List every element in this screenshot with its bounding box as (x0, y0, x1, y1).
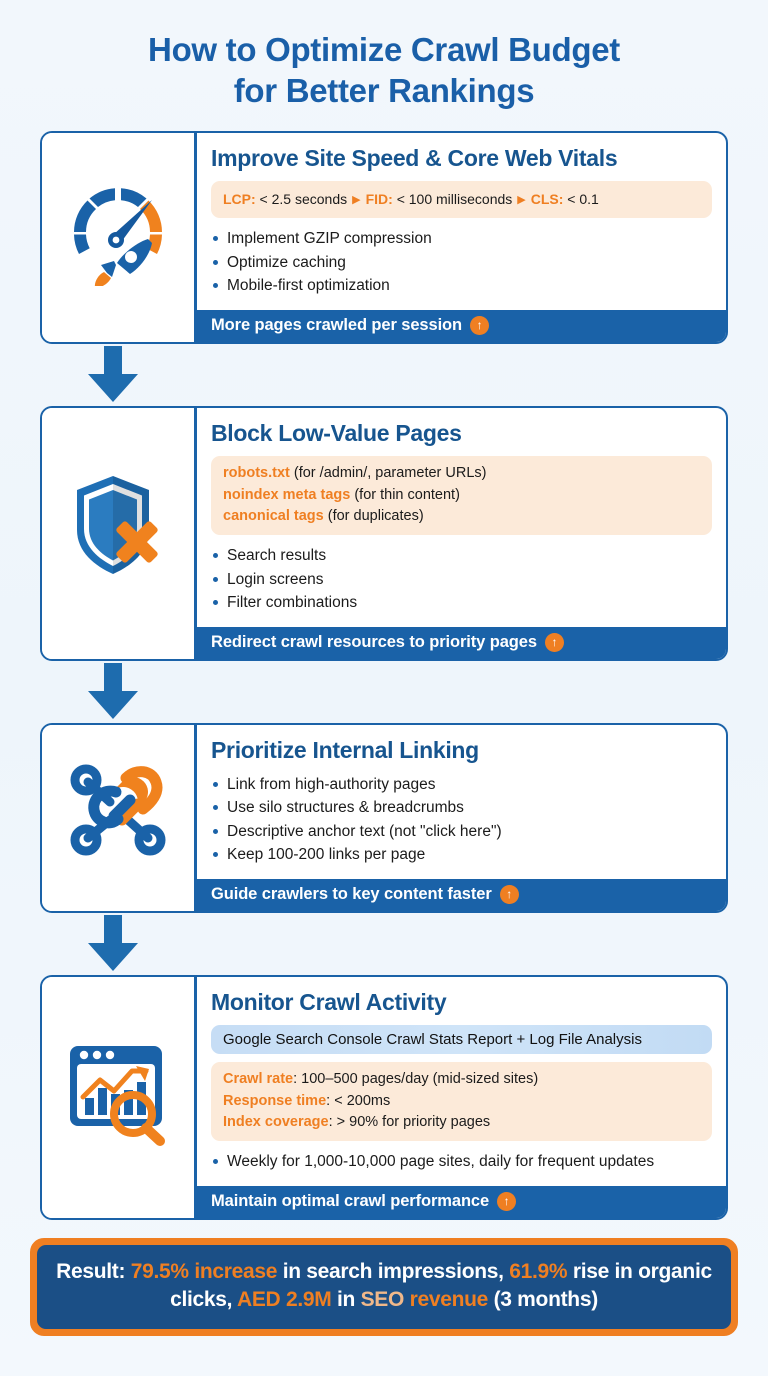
spec-key-lcp: LCP: (223, 191, 256, 208)
spec-key-cls: CLS: (530, 191, 564, 208)
result-impressions-value: 79.5% increase (130, 1259, 278, 1283)
spec-key-response-time: Response time (223, 1092, 327, 1109)
page-title: How to Optimize Crawl Budget for Better … (0, 0, 768, 111)
spec-line: Crawl rate: 100–500 pages/day (mid-sized… (223, 1069, 700, 1091)
triangle-separator-icon-2: ▶ (517, 194, 526, 207)
result-period: (3 months) (488, 1287, 599, 1311)
list-item: Weekly for 1,000-10,000 page sites, dail… (211, 1150, 712, 1174)
flow-arrow-3-wrap (40, 913, 728, 975)
list-item: Link from high-authority pages (211, 773, 712, 797)
result-text-1: in search impressions, (277, 1259, 510, 1283)
result-label: Result: (56, 1259, 131, 1283)
step-3-footer: Guide crawlers to key content faster ↑ (197, 878, 726, 911)
list-item: Keep 100-200 links per page (211, 843, 712, 867)
step-card-2: Block Low-Value Pages robots.txt (for /a… (40, 405, 728, 661)
spec-val-noindex: (for thin content) (350, 486, 460, 503)
spec-val-crawl-rate: : 100–500 pages/day (mid-sized sites) (293, 1070, 539, 1087)
list-item: Implement GZIP compression (211, 227, 712, 251)
spec-line: Index coverage: > 90% for priority pages (223, 1112, 700, 1134)
flow-arrow-1-wrap (40, 344, 728, 406)
page-title-line-2: for Better Rankings (233, 71, 535, 109)
step-3-title: Prioritize Internal Linking (211, 736, 479, 763)
spec-key-fid: FID: (365, 191, 393, 208)
step-3-bullet-list: Link from high-authority pages Use silo … (211, 773, 712, 867)
down-arrow-icon (85, 662, 141, 726)
list-item: Mobile-first optimization (211, 274, 712, 298)
spec-line: canonical tags (for duplicates) (223, 506, 700, 528)
arrow-up-badge-icon: ↑ (544, 632, 564, 652)
arrow-up-badge-icon: ↑ (470, 315, 490, 335)
step-card-3: Prioritize Internal Linking Link from hi… (40, 722, 728, 913)
step-3-icon-column (42, 724, 194, 911)
result-banner-inner: Result: 79.5% increase in search impress… (37, 1244, 731, 1329)
step-card-4: Monitor Crawl Activity Google Search Con… (40, 974, 728, 1220)
spec-val-canonical: (for duplicates) (323, 508, 424, 525)
spec-val-index-coverage: : > 90% for priority pages (328, 1114, 491, 1131)
spec-line: noindex meta tags (for thin content) (223, 485, 700, 507)
down-arrow-icon (85, 345, 141, 409)
list-item: Descriptive anchor text (not "click here… (211, 820, 712, 844)
step-2-body: Block Low-Value Pages robots.txt (for /a… (194, 407, 726, 659)
result-text-2: rise in organic clicks, (170, 1259, 712, 1311)
step-4-body: Monitor Crawl Activity Google Search Con… (194, 976, 726, 1218)
flow-arrow-2-wrap (40, 661, 728, 723)
shield-x-icon (63, 470, 173, 587)
list-item: Filter combinations (211, 591, 712, 615)
result-revenue-value: AED 2.9M (236, 1287, 332, 1311)
step-4-footer: Maintain optimal crawl performance ↑ (197, 1185, 726, 1218)
step-2-icon-column (42, 407, 194, 659)
step-1-body: Improve Site Speed & Core Web Vitals LCP… (194, 133, 726, 342)
step-1-footer-label: More pages crawled per session (211, 315, 463, 334)
spec-key-crawl-rate: Crawl rate (223, 1070, 294, 1087)
step-1-footer: More pages crawled per session ↑ (197, 309, 726, 342)
steps-flow: Improve Site Speed & Core Web Vitals LCP… (0, 111, 768, 1220)
step-4-bullet-list: Weekly for 1,000-10,000 page sites, dail… (211, 1150, 712, 1174)
result-banner: Result: 79.5% increase in search impress… (30, 1237, 738, 1336)
step-1-core-web-vitals-spec: LCP: < 2.5 seconds ▶ FID: < 100 millisecon… (211, 181, 712, 219)
result-text-3: in (331, 1287, 361, 1311)
result-seo-label: SEO (360, 1287, 405, 1311)
list-item: Login screens (211, 568, 712, 592)
step-4-icon-column (42, 976, 194, 1218)
step-4-metrics-spec: Crawl rate: 100–500 pages/day (mid-sized… (211, 1061, 712, 1142)
list-item: Use silo structures & breadcrumbs (211, 796, 712, 820)
step-2-title: Block Low-Value Pages (211, 419, 462, 446)
spec-val-fid: < 100 milliseconds (392, 191, 513, 208)
spec-key-index-coverage: Index coverage (223, 1114, 329, 1131)
spec-val-response-time: : < 200ms (326, 1092, 391, 1109)
step-3-footer-label: Guide crawlers to key content faster (211, 884, 492, 903)
list-item: Search results (211, 544, 712, 568)
arrow-up-badge-icon: ↑ (497, 1191, 517, 1211)
list-item: Optimize caching (211, 251, 712, 275)
step-4-title: Monitor Crawl Activity (211, 988, 447, 1015)
result-revenue-label: revenue (404, 1287, 489, 1311)
step-1-title: Improve Site Speed & Core Web Vitals (211, 145, 618, 172)
step-4-tools-band: Google Search Console Crawl Stats Report… (211, 1024, 712, 1054)
spec-val-robots: (for /admin/, parameter URLs) (289, 464, 487, 481)
step-1-bullet-list: Implement GZIP compression Optimize cach… (211, 227, 712, 298)
spec-key-noindex: noindex meta tags (223, 486, 351, 503)
spec-key-canonical: canonical tags (223, 508, 324, 525)
link-network-icon (63, 758, 173, 868)
step-4-footer-label: Maintain optimal crawl performance (211, 1191, 490, 1210)
triangle-separator-icon: ▶ (352, 194, 361, 207)
spec-val-cls: < 0.1 (563, 191, 599, 208)
spec-key-robots: robots.txt (223, 464, 290, 481)
spec-line: Response time: < 200ms (223, 1091, 700, 1113)
step-3-body: Prioritize Internal Linking Link from hi… (194, 724, 726, 911)
result-clicks-value: 61.9% (509, 1259, 568, 1283)
step-1-icon-column (42, 133, 194, 342)
step-2-footer: Redirect crawl resources to priority pag… (197, 626, 726, 659)
step-2-bullet-list: Search results Login screens Filter comb… (211, 544, 712, 615)
down-arrow-icon (85, 914, 141, 978)
spec-line: robots.txt (for /admin/, parameter URLs) (223, 463, 700, 485)
step-2-directives-spec: robots.txt (for /admin/, parameter URLs)… (211, 455, 712, 536)
speedometer-rocket-icon (62, 174, 174, 291)
step-2-footer-label: Redirect crawl resources to priority pag… (211, 632, 537, 651)
analytics-search-icon (60, 1032, 176, 1153)
arrow-up-badge-icon: ↑ (499, 884, 519, 904)
page-title-line-1: How to Optimize Crawl Budget (148, 31, 620, 68)
step-card-1: Improve Site Speed & Core Web Vitals LCP… (40, 131, 728, 344)
spec-val-lcp: < 2.5 seconds (255, 191, 348, 208)
